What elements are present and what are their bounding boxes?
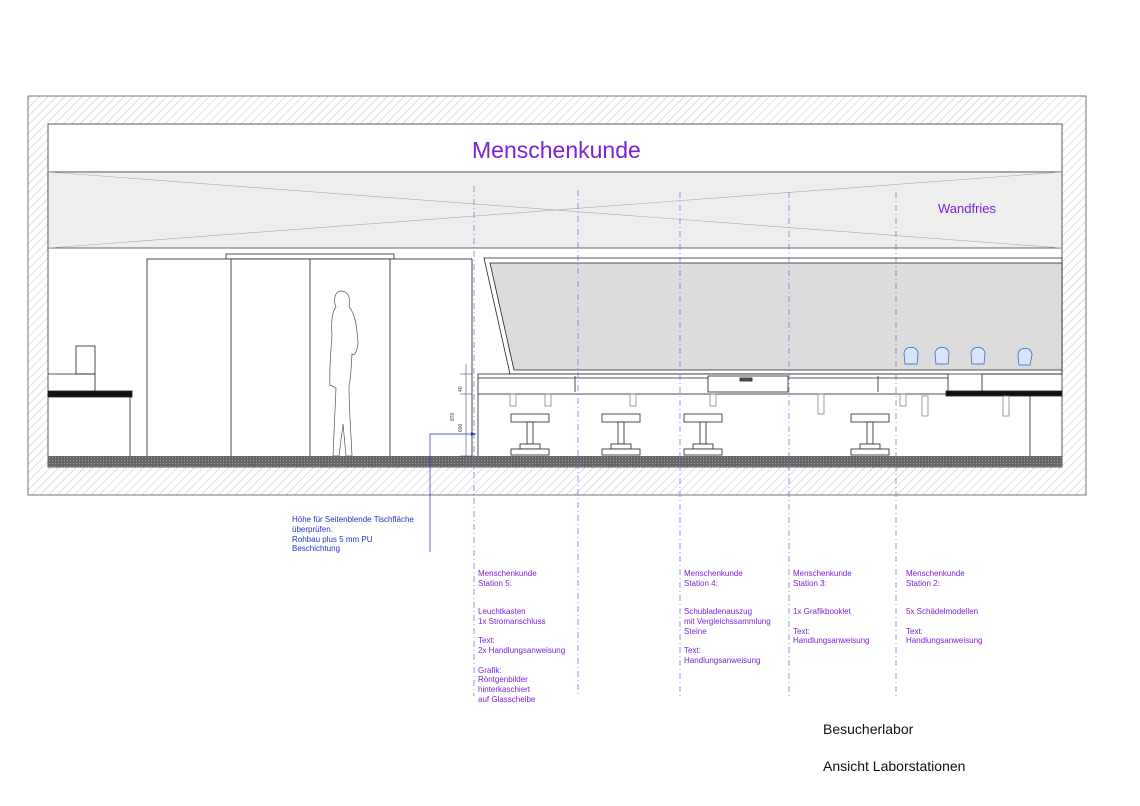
station-body: Leuchtkasten 1x Stromanschluss Text: 2x … — [478, 607, 566, 704]
stool — [850, 413, 890, 456]
frieze-label: Wandfries — [938, 201, 997, 216]
lab-table — [477, 373, 1063, 457]
left-counter — [47, 345, 133, 456]
height-check-note: Höhe für Seitenblende Tischfläche überpr… — [292, 515, 414, 554]
skull-models — [903, 346, 1033, 366]
station-heading: Menschenkunde Station 3: — [793, 568, 852, 588]
note-leader — [429, 433, 476, 552]
stool — [510, 413, 550, 456]
stool — [601, 413, 641, 456]
station-3-note: Menschenkunde Station 3: 1x Grafikbookle… — [793, 559, 870, 656]
dimension-label: 40 — [458, 386, 464, 392]
dimension-label: 600 — [458, 423, 464, 432]
dimension-lines — [460, 364, 472, 457]
station-heading: Menschenkunde Station 2: — [906, 568, 965, 588]
station-heading: Menschenkunde Station 5: — [478, 568, 537, 588]
title-line-2: Ansicht Laborstationen — [823, 757, 966, 774]
title-line-1: Besucherlabor — [823, 721, 914, 738]
station-2-note: Menschenkunde Station 2: 5x Schädelmodel… — [906, 559, 983, 656]
stool — [683, 413, 723, 456]
station-5-note: Menschenkunde Station 5: Leuchtkasten 1x… — [478, 559, 565, 714]
banner-title: Menschenkunde — [472, 137, 641, 163]
display-cabinet — [146, 253, 473, 458]
station-body: 5x Schädelmodellen Text: Handlungsanweis… — [906, 607, 983, 646]
station-4-note: Menschenkunde Station 4: Schubladenauszu… — [684, 559, 771, 675]
wall-frieze — [47, 171, 1063, 249]
title-block: Besucherlabor Ansicht Laborstationen — [823, 702, 965, 793]
dimension-label: 870 — [450, 412, 456, 421]
lightbox-wall — [483, 257, 1063, 375]
station-heading: Menschenkunde Station 4: — [684, 568, 743, 588]
stools — [510, 413, 890, 456]
station-body: 1x Grafikbooklet Text: Handlungsanweisun… — [793, 607, 870, 646]
station-body: Schubladenauszug mit Vergleichssammlung … — [684, 607, 771, 665]
station-guides — [473, 186, 897, 696]
floor — [48, 456, 1062, 467]
human-figure — [329, 290, 359, 457]
